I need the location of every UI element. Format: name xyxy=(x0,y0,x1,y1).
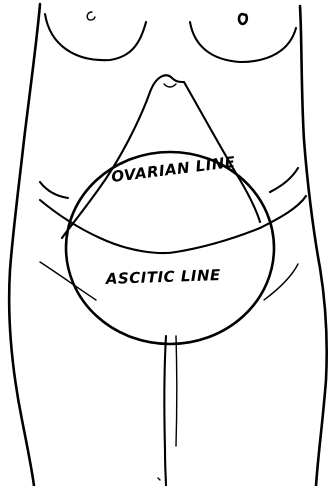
left-breast-underline xyxy=(45,14,146,60)
abdominal-tumour-circle xyxy=(66,152,274,344)
left-inner-thigh xyxy=(164,336,166,486)
torso-left-contour xyxy=(9,4,40,486)
left-hip-contour xyxy=(40,182,68,198)
right-nipple xyxy=(239,14,247,24)
right-inguinal-line xyxy=(176,196,306,252)
ascitic-line-label: ASCITIC LINE xyxy=(105,266,222,288)
ribcage-right-line xyxy=(184,82,260,222)
xiphoid-tip xyxy=(164,84,176,87)
right-inner-thigh xyxy=(176,336,177,446)
left-inguinal-line xyxy=(40,200,176,253)
ovarian-line-label: OVARIAN LINE xyxy=(110,153,236,186)
right-lower-fold xyxy=(264,264,298,300)
xiphoid-notch xyxy=(150,75,184,92)
left-nipple xyxy=(87,12,95,20)
crotch-dot xyxy=(158,478,160,480)
torso-right-contour xyxy=(300,6,327,486)
right-breast-underline xyxy=(190,22,296,62)
right-hip-contour xyxy=(270,168,298,192)
